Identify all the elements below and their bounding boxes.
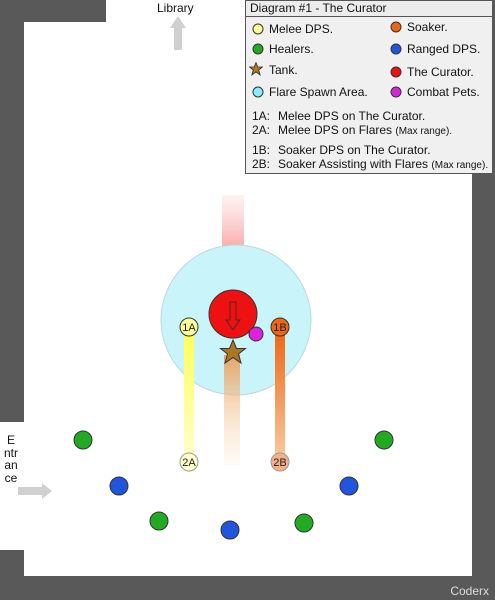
- soaker-path: [275, 330, 285, 458]
- library-doorway: [106, 0, 245, 22]
- tank-star-icon: [219, 338, 247, 365]
- note-extra: (Max range).: [395, 126, 453, 137]
- melee-swatch-icon: [252, 23, 264, 35]
- soaker-marker-1b: [270, 317, 290, 337]
- flare-area-swatch-icon: [252, 86, 264, 98]
- soaker-marker-2b: [270, 452, 290, 472]
- note-extra: (Max range).: [431, 160, 489, 171]
- combat-pet: [248, 326, 264, 342]
- library-label: Library: [157, 1, 194, 15]
- legend-title: Diagram #1 - The Curator: [246, 1, 492, 17]
- ranged-dps: [339, 476, 359, 496]
- legend-label: Soaker.: [407, 20, 448, 34]
- ranged-dps: [220, 520, 240, 540]
- healer: [294, 513, 314, 533]
- tank-swatch-icon: [249, 62, 263, 76]
- soaker-swatch-icon: [390, 21, 402, 33]
- note-code: 1A:: [252, 109, 271, 123]
- legend-note-2a: 2A: Melee DPS on Flares (Max range).: [252, 123, 452, 139]
- pet-swatch-icon: [390, 86, 402, 98]
- legend-label: Combat Pets.: [407, 85, 480, 99]
- legend-label: Melee DPS.: [269, 22, 334, 36]
- healer: [73, 430, 93, 450]
- note-code: 2A:: [252, 123, 271, 137]
- credit-label: Coderx: [450, 584, 489, 598]
- library-arrow-icon: [170, 16, 186, 50]
- legend-label: Flare Spawn Area.: [269, 85, 368, 99]
- healer: [374, 430, 394, 450]
- legend-label: Ranged DPS.: [407, 42, 481, 56]
- legend-label: Healers.: [269, 42, 314, 56]
- note-code: 2B:: [252, 157, 271, 171]
- ranged-swatch-icon: [390, 43, 402, 55]
- curator-swatch-icon: [390, 66, 402, 78]
- curator-facing-arrow-icon: [225, 301, 241, 331]
- note-text: Soaker DPS on The Curator.: [278, 143, 431, 157]
- entrance-doorway: [0, 422, 24, 550]
- soaker-marker-2b-label: 2B: [273, 457, 286, 469]
- melee-marker-2a: [179, 452, 199, 472]
- legend-label: The Curator.: [407, 65, 474, 79]
- note-text: Melee DPS on Flares: [278, 123, 393, 137]
- note-code: 1B:: [252, 143, 271, 157]
- note-text: Melee DPS on The Curator.: [278, 109, 426, 123]
- melee-marker-2a-label: 2A: [182, 457, 196, 469]
- melee-path: [184, 330, 194, 458]
- soaker-marker-1b-label: 1B: [273, 322, 286, 334]
- legend-note-1a: 1A: Melee DPS on The Curator.: [252, 109, 425, 123]
- legend-panel: Diagram #1 - The Curator Melee DPS. Soak…: [245, 0, 493, 174]
- melee-marker-1a-label: 1A: [182, 322, 196, 334]
- tank-trail: [224, 355, 240, 465]
- ranged-dps: [109, 476, 129, 496]
- entrance-arrow-icon: [18, 483, 52, 499]
- entrance-label: Entrance: [4, 433, 19, 485]
- healer: [149, 511, 169, 531]
- legend-note-1b: 1B: Soaker DPS on The Curator.: [252, 143, 431, 157]
- melee-marker-1a: [179, 317, 199, 337]
- legend-note-2b: 2B: Soaker Assisting with Flares (Max ran…: [252, 157, 488, 173]
- legend-label: Tank.: [269, 63, 298, 77]
- healer-swatch-icon: [252, 43, 264, 55]
- note-text: Soaker Assisting with Flares: [278, 157, 429, 171]
